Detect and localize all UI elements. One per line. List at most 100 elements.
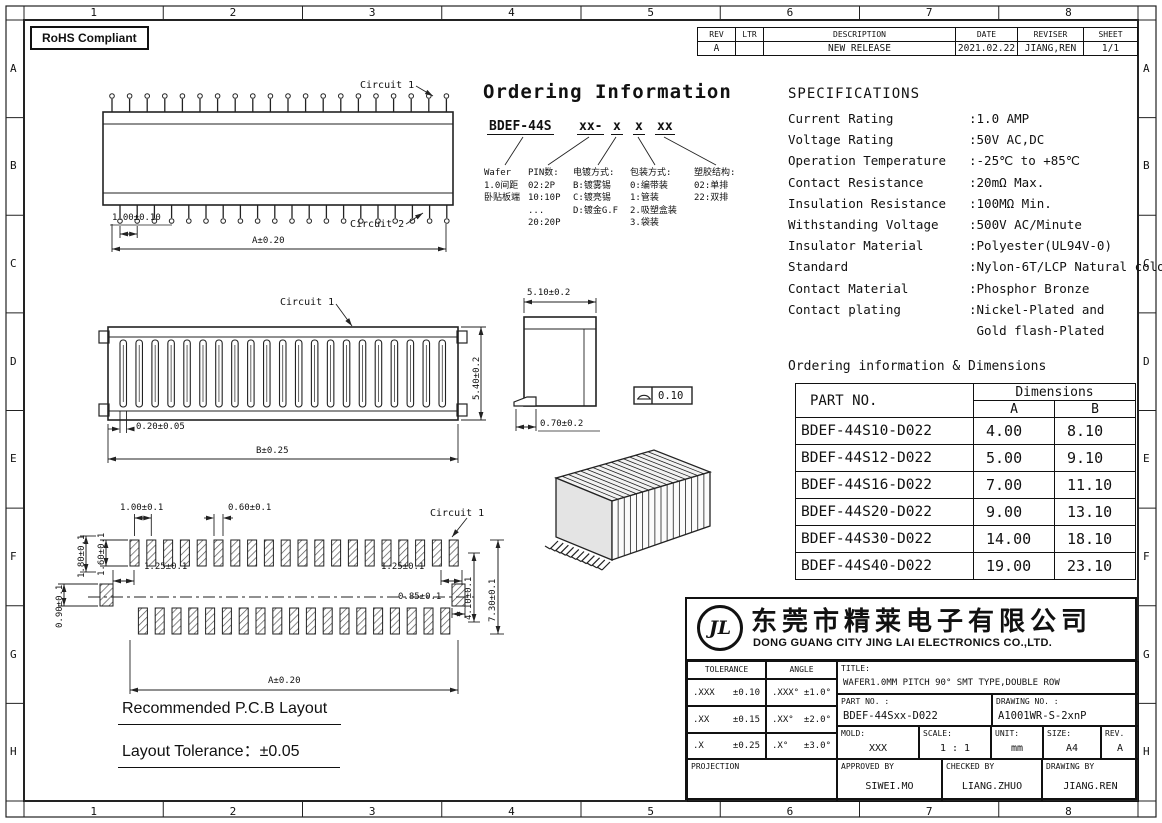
part-code-packing: x [633, 119, 645, 135]
ruler-col-label: 8 [1065, 805, 1072, 818]
rev-value: A [1116, 743, 1124, 754]
ordering-option-line: 3.袋装 [630, 218, 659, 228]
pcb-pad-width-label: 0.60±0.1 [228, 503, 272, 513]
unit-cell: UNIT: mm [991, 726, 1043, 759]
ruler-col-label: 7 [925, 6, 933, 19]
drawing-by-label: DRAWING BY [1046, 762, 1095, 771]
ordering-option-line: 02:单排 [694, 180, 729, 191]
ordering-option-line: B:镀雾锡 [573, 180, 611, 191]
ordering-option-line: D:镀金G.F [573, 205, 619, 216]
spec-row: Insulation Resistance:100MΩ Min. [788, 193, 1162, 214]
part-no-cell-value: BDEF-44S12-D022 [795, 444, 974, 472]
tolerance-row: .X ±0.25 [687, 733, 766, 759]
spec-label: Contact Resistance [788, 174, 924, 190]
ruler-row-label: E [1143, 452, 1150, 466]
spec-row: Voltage Rating:50V AC,DC [788, 129, 1162, 150]
revision-table: REV LTR DESCRIPTION DATE REVISER SHEET A… [697, 27, 1138, 56]
tol-val: ±0.25 [732, 741, 760, 751]
pcb-span-a-label: 4.10±0.1 [464, 576, 474, 620]
title-value: WAFER1.0MM PITCH 90° SMT TYPE,DOUBLE ROW [843, 678, 1060, 688]
dimension-cell-value: 19.00 [973, 552, 1055, 580]
part-no-cell-value: BDEF-44S20-D022 [795, 498, 974, 526]
ordering-title: Ordering Information [483, 81, 732, 103]
ruler-col-label: 5 [647, 805, 654, 818]
ruler-row-label: E [10, 452, 17, 466]
ruler-col-label: 1 [90, 805, 97, 818]
dimension-cell-value: 11.10 [1054, 471, 1136, 499]
dim-height-label: 5.40±0.2 [472, 356, 482, 400]
circuit1-label-pcb: Circuit 1 [430, 508, 485, 519]
spec-label: Standard [788, 259, 849, 275]
spec-row: Insulator Material:Polyester(UL94V-0) [788, 235, 1162, 256]
spec-label: Operation Temperature [788, 153, 947, 169]
part-no-cell: PART NO. : BDEF-44Sxx-D022 [837, 694, 992, 726]
part-no-cell-value: BDEF-44S40-D022 [795, 552, 974, 580]
dim-foot-label-side-view: 0.70±0.2 [540, 419, 584, 429]
size-value: A4 [1065, 743, 1079, 754]
ruler-col-label: 3 [368, 6, 376, 19]
ordering-option-line: 塑胶结构: [694, 168, 736, 178]
angle-key: .X° [772, 741, 789, 751]
ltr-header: LTR [735, 27, 764, 42]
ordering-option-line: 02:2P [528, 180, 556, 191]
revision-header-row: REV LTR DESCRIPTION DATE REVISER SHEET [697, 27, 1138, 42]
size-cell: SIZE: A4 [1043, 726, 1101, 759]
drawing-no-label: DRAWING NO. : [996, 697, 1059, 706]
pcb-row-gap-label: 1.80±0.1 [77, 534, 87, 578]
dimension-cell-value: 5.00 [973, 444, 1055, 472]
angle-key: .XXX° [772, 687, 800, 698]
spec-value: Gold flash-Plated [969, 323, 1105, 339]
ruler-col-label: 1 [90, 6, 97, 19]
flatness-value: 0.10 [658, 390, 684, 402]
ordering-option-line: Wafer [484, 168, 512, 178]
size-label: SIZE: [1047, 729, 1072, 738]
title-block: JL 东莞市精莱电子有限公司 DONG GUANG CITY JING LAI … [685, 597, 1139, 802]
spec-label: Withstanding Voltage [788, 217, 939, 233]
reviser-value: JIANG,REN [1017, 41, 1084, 56]
scale-cell: SCALE: 1 : 1 [919, 726, 991, 759]
circuit1-label-top-view: Circuit 1 [360, 80, 415, 91]
angle-row: .X°±3.0° [766, 733, 837, 759]
col-a-header: A [973, 400, 1055, 418]
checked-cell: CHECKED BY LIANG.ZHUO [942, 759, 1042, 802]
unit-label: UNIT: [995, 729, 1020, 738]
spec-value: :Phosphor Bronze [969, 280, 1090, 296]
angle-row: .XXX°±1.0° [766, 679, 837, 706]
spec-row: Operation Temperature:-25℃ to +85℃ [788, 150, 1162, 171]
tol-val: ±0.15 [732, 714, 760, 725]
spec-label [788, 320, 969, 341]
ruler-col-label: 2 [229, 6, 237, 19]
ruler-row-label: B [1143, 159, 1150, 173]
approved-cell: APPROVED BY SIWEI.MO [837, 759, 942, 802]
spec-row: Withstanding Voltage:500V AC/Minute [788, 214, 1162, 235]
unit-value: mm [1010, 743, 1024, 754]
spec-value: :Polyester(UL94V-0) [969, 238, 1112, 254]
part-no-value: BDEF-44Sxx-D022 [843, 710, 938, 722]
dim-a-label-top-view: A±0.20 [252, 236, 285, 246]
tol-key: .X [693, 741, 704, 751]
angle-label: ANGLE [789, 665, 814, 674]
ordering-option-column: 塑胶结构: 02:单排 22:双排 [694, 167, 750, 205]
drawing-by-cell: DRAWING BY JIANG.REN [1042, 759, 1139, 802]
dimension-cell-value: 9.00 [973, 498, 1055, 526]
ruler-row-label: B [10, 159, 17, 173]
circuit2-label-top-view: Circuit 2 [350, 219, 405, 230]
dim-b-label: B±0.25 [256, 446, 289, 456]
col-b-header: B [1054, 400, 1136, 418]
spec-row: Contact Material:Phosphor Bronze [788, 278, 1162, 299]
angle-val: ±1.0° [803, 687, 831, 698]
tolerance-header-cell: TOLERANCE [687, 661, 766, 679]
spec-row: Contact plating:Nickel-Plated and [788, 299, 1162, 320]
spec-label: Insulation Resistance [788, 195, 947, 211]
ruler-row-label: D [10, 354, 17, 368]
pcb-pitch-label: 1.00±0.1 [120, 503, 164, 513]
ordering-option-line: 22:双排 [694, 193, 729, 203]
approved-value: SIWEI.MO [865, 781, 914, 792]
angle-val: ±2.0° [803, 714, 831, 725]
ordering-option-line: 卧贴板端 [484, 193, 521, 203]
